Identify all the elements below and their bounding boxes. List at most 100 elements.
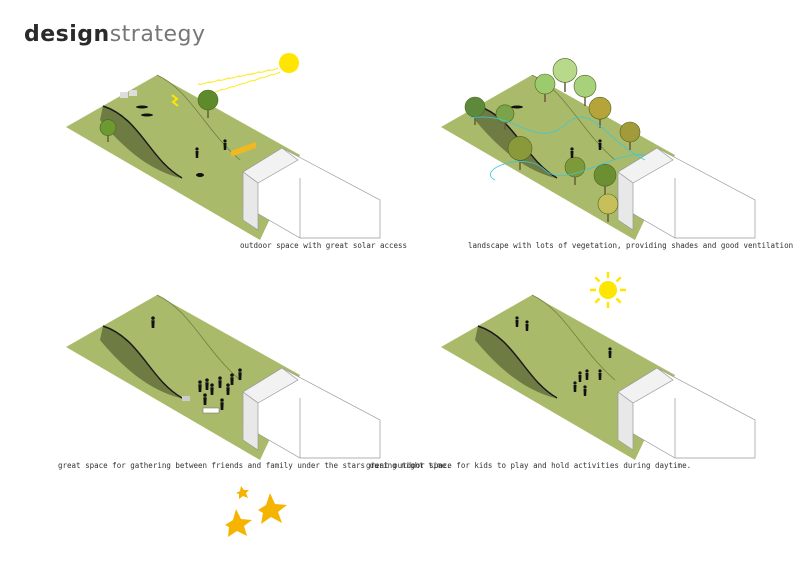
person-body [238, 372, 242, 380]
person-head [195, 147, 199, 151]
sun-ray [197, 67, 279, 85]
caption-solar: outdoor space with great solar access [240, 241, 408, 250]
person-body [198, 384, 202, 392]
person-head [583, 385, 587, 389]
lounge-chair [120, 92, 128, 98]
person-body [583, 389, 587, 396]
title-bold: design [24, 22, 110, 47]
sun-ray [594, 276, 601, 283]
person-body [598, 143, 602, 150]
tree-canopy [197, 89, 219, 111]
tree-canopy [464, 96, 486, 118]
ground-plane [66, 75, 300, 240]
lounge-chair [129, 90, 137, 96]
person-head [515, 316, 519, 320]
building-front [617, 391, 634, 451]
person-head [585, 369, 589, 373]
tree-canopy [573, 74, 597, 98]
tree-canopy [597, 193, 619, 215]
caption-vegetation: landscape with lots of vegetation, provi… [468, 241, 794, 250]
person-head [238, 368, 242, 372]
ground-plane [66, 295, 300, 460]
building-front [242, 391, 259, 451]
person-head [198, 380, 202, 384]
person-head [598, 139, 602, 143]
picnic-table [202, 407, 220, 414]
tree-canopy [99, 119, 117, 136]
star-icon [236, 486, 249, 499]
crate [182, 396, 190, 401]
person-head [230, 373, 234, 377]
person-head [573, 381, 577, 385]
sun-ray [209, 71, 281, 94]
tree-canopy [495, 104, 515, 124]
tree-canopy [593, 163, 617, 187]
person-body [230, 377, 234, 385]
person-head [223, 139, 227, 143]
person-body [515, 320, 519, 327]
ground-plane [441, 295, 675, 460]
person-head [598, 369, 602, 373]
mound-ridge [102, 325, 183, 399]
mound-shadow [100, 326, 180, 398]
person-body [151, 320, 155, 328]
person-head [220, 398, 224, 402]
title-light: strategy [109, 22, 206, 47]
wind-path [469, 116, 646, 161]
person-head [203, 393, 207, 397]
person-body [598, 373, 602, 380]
mound-shadow [475, 326, 555, 398]
person-lying [141, 113, 153, 117]
panel-day [441, 272, 756, 460]
person-lying [136, 105, 148, 109]
heat-icon [171, 94, 179, 107]
panel-vegetation [441, 58, 756, 240]
person-body [220, 402, 224, 410]
panel-night [66, 294, 381, 537]
bench [231, 141, 256, 157]
person-body [203, 397, 207, 405]
sun-icon [599, 281, 617, 299]
tree-canopy [507, 136, 533, 161]
tree-canopy [564, 156, 586, 178]
person-head [151, 316, 155, 320]
wind-path [490, 154, 646, 181]
person-body [578, 375, 582, 382]
mound-crest [531, 294, 616, 381]
person-body [585, 373, 589, 380]
page-title: designstrategy [24, 22, 205, 47]
mound-crest [156, 294, 241, 381]
tree-canopy [534, 73, 556, 95]
dog [196, 173, 204, 177]
panel-solar [66, 53, 381, 240]
person-body [608, 351, 612, 358]
mound-shadow [100, 106, 180, 178]
caption-night: great space for gathering between friend… [58, 461, 451, 470]
person-head [570, 147, 574, 151]
person-head [578, 371, 582, 375]
person-body [195, 151, 199, 158]
person-head [226, 383, 230, 387]
person-body [226, 387, 230, 395]
mound-ridge [102, 105, 183, 179]
person-head [525, 320, 529, 324]
person-body [570, 151, 574, 158]
person-body [573, 385, 577, 392]
star-icon [258, 493, 287, 524]
person-head [205, 378, 209, 382]
mound-ridge [477, 325, 558, 399]
sun-ray [615, 276, 622, 283]
person-head [218, 376, 222, 380]
tree-canopy [552, 58, 578, 83]
sun-ray [615, 297, 622, 304]
person-body [205, 382, 209, 390]
person-body [223, 143, 227, 150]
sun-ray [594, 297, 601, 304]
sun-icon [279, 53, 299, 73]
person-body [210, 387, 214, 395]
person-lying [511, 105, 523, 109]
tree-canopy [588, 96, 612, 120]
mound-crest [156, 74, 241, 161]
